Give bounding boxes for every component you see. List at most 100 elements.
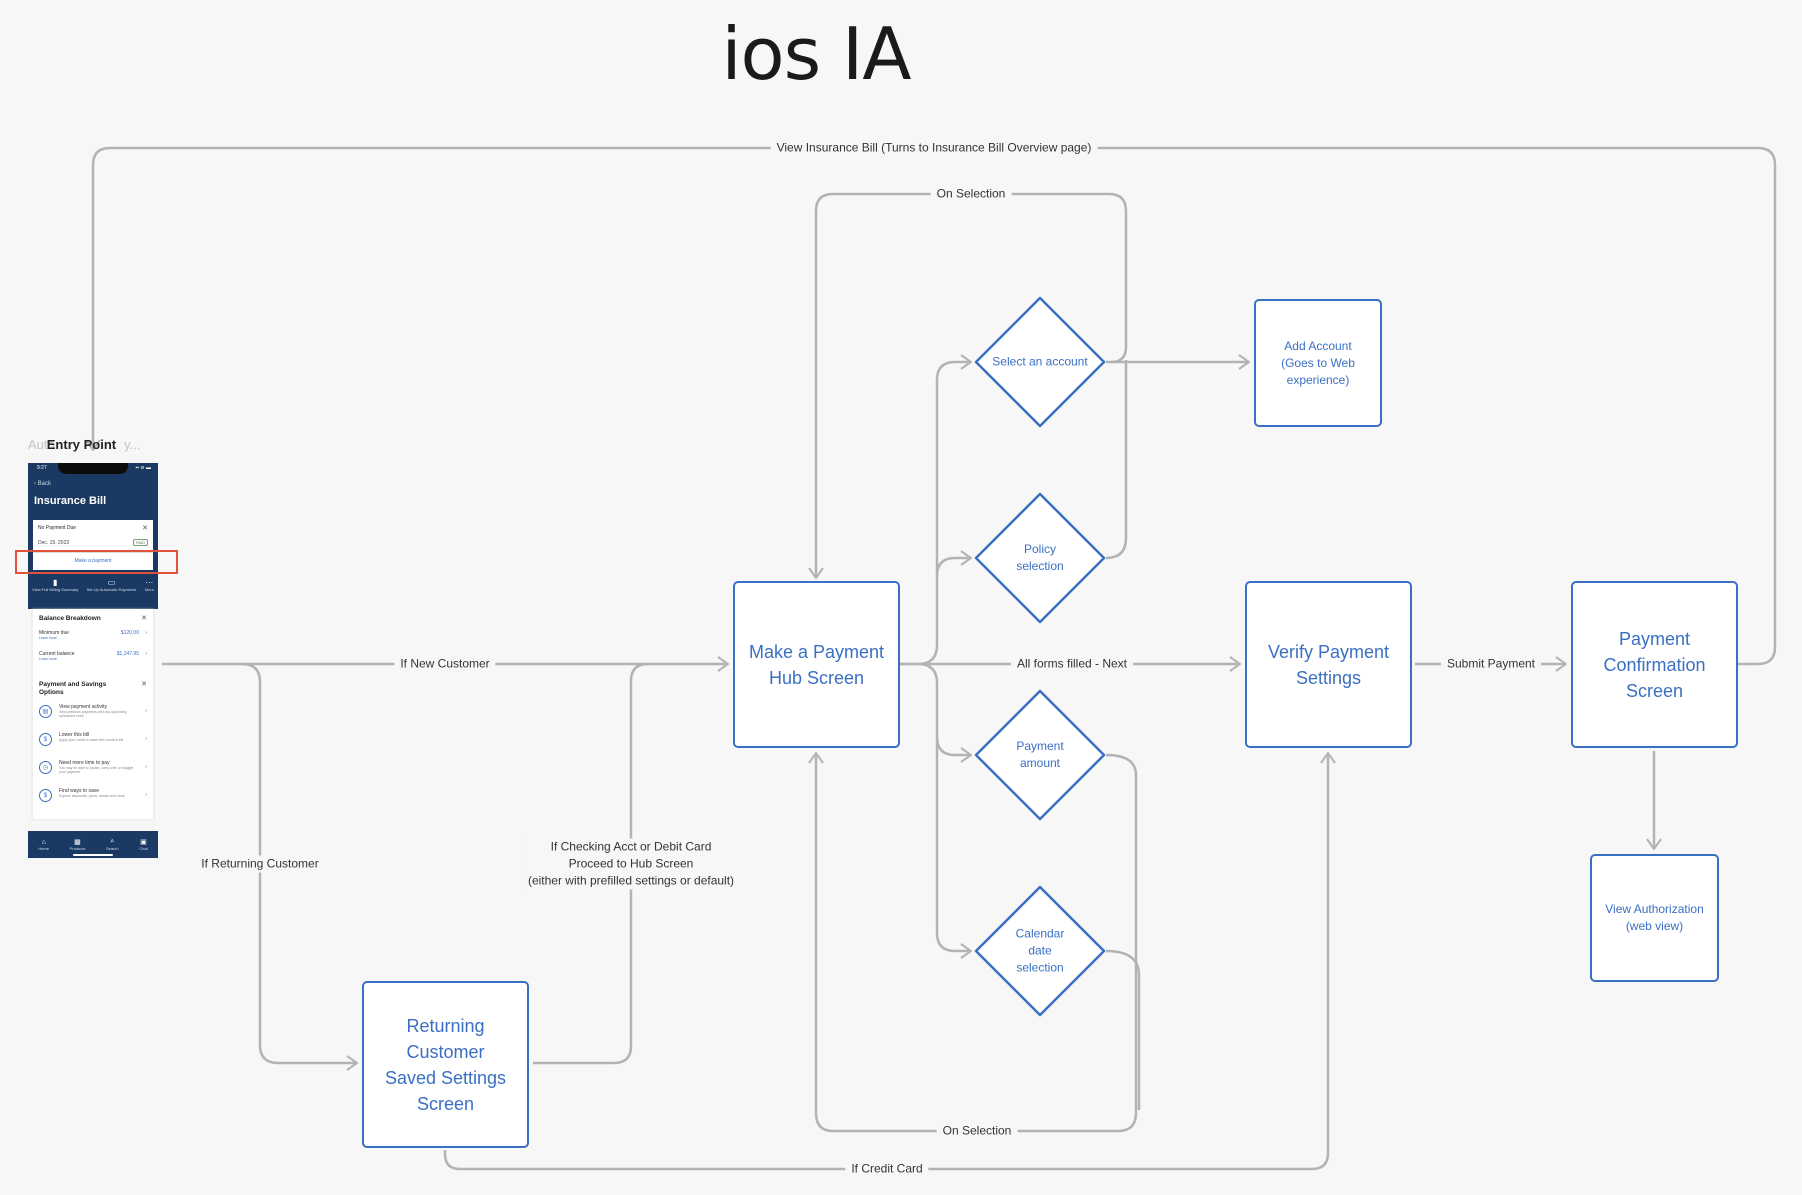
learn-more-link[interactable]: Learn more (39, 636, 57, 640)
diagram-title: ios IA (721, 12, 912, 96)
chevron-right-icon: › (145, 792, 147, 798)
entry-point-title: Entry Point (46, 437, 117, 452)
chevron-right-icon: › (145, 708, 147, 714)
make-payment-button[interactable]: Make a payment (33, 552, 153, 564)
edge-branch-amount (917, 662, 971, 755)
search-icon: ⌕ (110, 838, 115, 845)
more-icon: ··· (145, 578, 154, 587)
node-verify-payment[interactable]: Verify Payment Settings (1245, 581, 1412, 748)
node-hub-screen[interactable]: Make a Payment Hub Screen (733, 581, 900, 748)
chevron-right-icon: › (145, 736, 147, 742)
edge-branch-policy (935, 558, 971, 577)
edge-policy-return (1105, 360, 1128, 560)
tab-label: Home (38, 845, 49, 851)
node-returning-customer[interactable]: Returning Customer Saved Settings Screen (362, 981, 529, 1148)
phone-screen-title: Insurance Bill (34, 495, 107, 507)
decision-calendar-label[interactable]: Calendar date selection (1015, 926, 1065, 975)
decision-policy-label[interactable]: Policy selection (1016, 542, 1064, 573)
node-add-account[interactable]: Add Account (Goes to Web experience) (1254, 299, 1382, 427)
back-button[interactable]: ‹ Back (34, 481, 52, 487)
balance-row[interactable]: Current balance Learn more (39, 651, 99, 661)
node-confirmation-label: Payment Confirmation Screen (1603, 628, 1706, 701)
decision-select-account-label[interactable]: Select an account (992, 354, 1088, 369)
node-view-authorization[interactable]: View Authorization (web view) (1590, 854, 1719, 982)
option-title: Find ways to save (59, 788, 100, 794)
balance-row[interactable]: Minimum due Learn more $120.00 › (39, 630, 147, 640)
edge-on-selection-top (816, 192, 1128, 578)
label-new-customer: If New Customer (394, 655, 496, 673)
chat-icon: ▣ (140, 839, 147, 846)
node-confirmation[interactable]: Payment Confirmation Screen (1571, 581, 1738, 748)
option-desc: You may be able to pause, carry over or … (59, 766, 134, 774)
label-credit-card: If Credit Card (845, 1160, 929, 1178)
home-indicator (73, 854, 113, 856)
action-more[interactable]: ···More (145, 578, 154, 592)
dollar-icon: $ (39, 733, 52, 746)
option-desc: Explore discounts, perks, advice and mor… (59, 794, 125, 798)
tab-search[interactable]: ⌕Search (106, 838, 119, 851)
autopay-icon: ▭ (107, 578, 116, 587)
quick-actions: ▮View Full Billing Summary ▭Set Up Autom… (28, 578, 158, 592)
tab-label: Search (105, 846, 119, 851)
action-label: More (144, 587, 154, 592)
savings-icon: $ (39, 789, 52, 802)
row-label: Current balance (39, 651, 75, 657)
phone-status-icons: ▪▪ ≋ ▬ (135, 465, 151, 471)
option-title: Lower this bill (59, 732, 90, 738)
decision-amount-label[interactable]: Payment amount (1016, 739, 1064, 770)
edge-view-bill (93, 146, 1777, 666)
tab-products[interactable]: ▦Products (70, 838, 86, 851)
edge-returning-customer (241, 662, 357, 1063)
decision-select-account (974, 296, 1106, 428)
edge-on-selection-bottom (816, 753, 1138, 1133)
node-view-auth-label: View Authorization (web view) (1605, 902, 1704, 933)
tab-label: Products (69, 846, 86, 851)
row-amount: $1,247.95 (116, 651, 139, 657)
tab-home[interactable]: ⌂Home (38, 839, 49, 851)
label-returning-customer: If Returning Customer (195, 855, 325, 873)
products-icon: ▦ (74, 839, 81, 846)
bill-status: No Payment Due (38, 525, 77, 531)
ghost-label: Auto (28, 437, 55, 452)
close-icon[interactable]: ✕ (142, 525, 148, 532)
phone-body: Balance Breakdown ✕ Minimum due Learn mo… (32, 609, 154, 819)
close-icon[interactable]: ✕ (141, 615, 147, 622)
action-autopay[interactable]: ▭Set Up Automatic Payments (87, 578, 137, 592)
tab-chat[interactable]: ▣Chat (139, 838, 147, 851)
action-view-billing[interactable]: ▮View Full Billing Summary (32, 578, 78, 592)
node-returning-label: Returning Customer Saved Settings Screen (384, 1015, 507, 1114)
node-add-account-label: Add Account (Goes to Web experience) (1281, 338, 1355, 387)
option-title: Need more time to pay (59, 760, 110, 766)
label-submit: Submit Payment (1440, 655, 1542, 673)
node-verify-label: Verify Payment Settings (1267, 641, 1390, 688)
row-amount: $120.00 (120, 630, 139, 636)
edge-credit-card (443, 753, 1328, 1171)
option-desc: Apply your credit to lower this month's … (59, 738, 124, 742)
options-heading: Payment and Savings Options (39, 681, 107, 696)
learn-more-link[interactable]: Learn more (39, 657, 57, 661)
option-title: View payment activity (59, 704, 107, 710)
close-icon[interactable]: ✕ (141, 681, 147, 688)
chevron-right-icon: › (145, 764, 147, 770)
document-icon: ▮ (53, 578, 58, 587)
label-checking: If Checking Acct or Debit Card Proceed t… (521, 838, 741, 890)
action-label: View Full Billing Summary (32, 587, 79, 592)
paid-badge: PAID (132, 539, 148, 546)
row-label: Minimum due (39, 630, 70, 636)
label-all-forms: All forms filled - Next (1010, 655, 1134, 673)
chevron-right-icon: › (145, 630, 147, 636)
phone-time: 9:27 (37, 465, 47, 471)
decision-amount (974, 689, 1106, 821)
decision-calendar (974, 885, 1106, 1017)
node-hub-label: Make a Payment Hub Screen (748, 641, 885, 688)
balance-heading: Balance Breakdown (39, 615, 101, 622)
chevron-right-icon: › (145, 651, 147, 657)
phone-notch (58, 463, 128, 474)
label-on-selection-top: On Selection (930, 185, 1012, 203)
tab-label: Chat (139, 846, 148, 851)
